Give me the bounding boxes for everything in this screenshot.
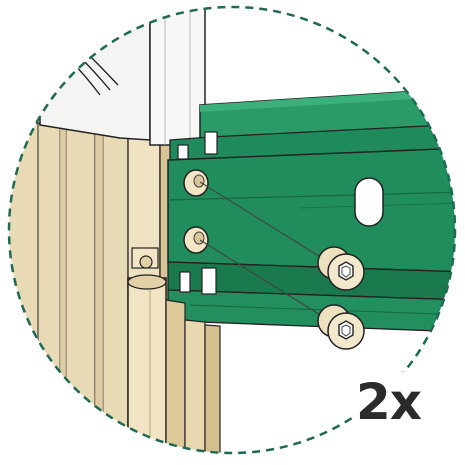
white-corner-post bbox=[39, 7, 206, 146]
bolt-hole-icon bbox=[183, 169, 209, 197]
green-steel-rail bbox=[167, 87, 455, 333]
bolt-hole-icon bbox=[183, 226, 209, 254]
detail-circle-border bbox=[7, 5, 457, 455]
alignment-line bbox=[199, 181, 339, 269]
quantity-label: 2x bbox=[356, 373, 422, 431]
wood-post-lower bbox=[127, 247, 221, 453]
hex-socket-bolt-icon bbox=[317, 304, 365, 350]
hex-socket-bolt-icon bbox=[317, 246, 365, 291]
alignment-line bbox=[199, 239, 339, 327]
slot-hole-icon bbox=[354, 177, 384, 227]
